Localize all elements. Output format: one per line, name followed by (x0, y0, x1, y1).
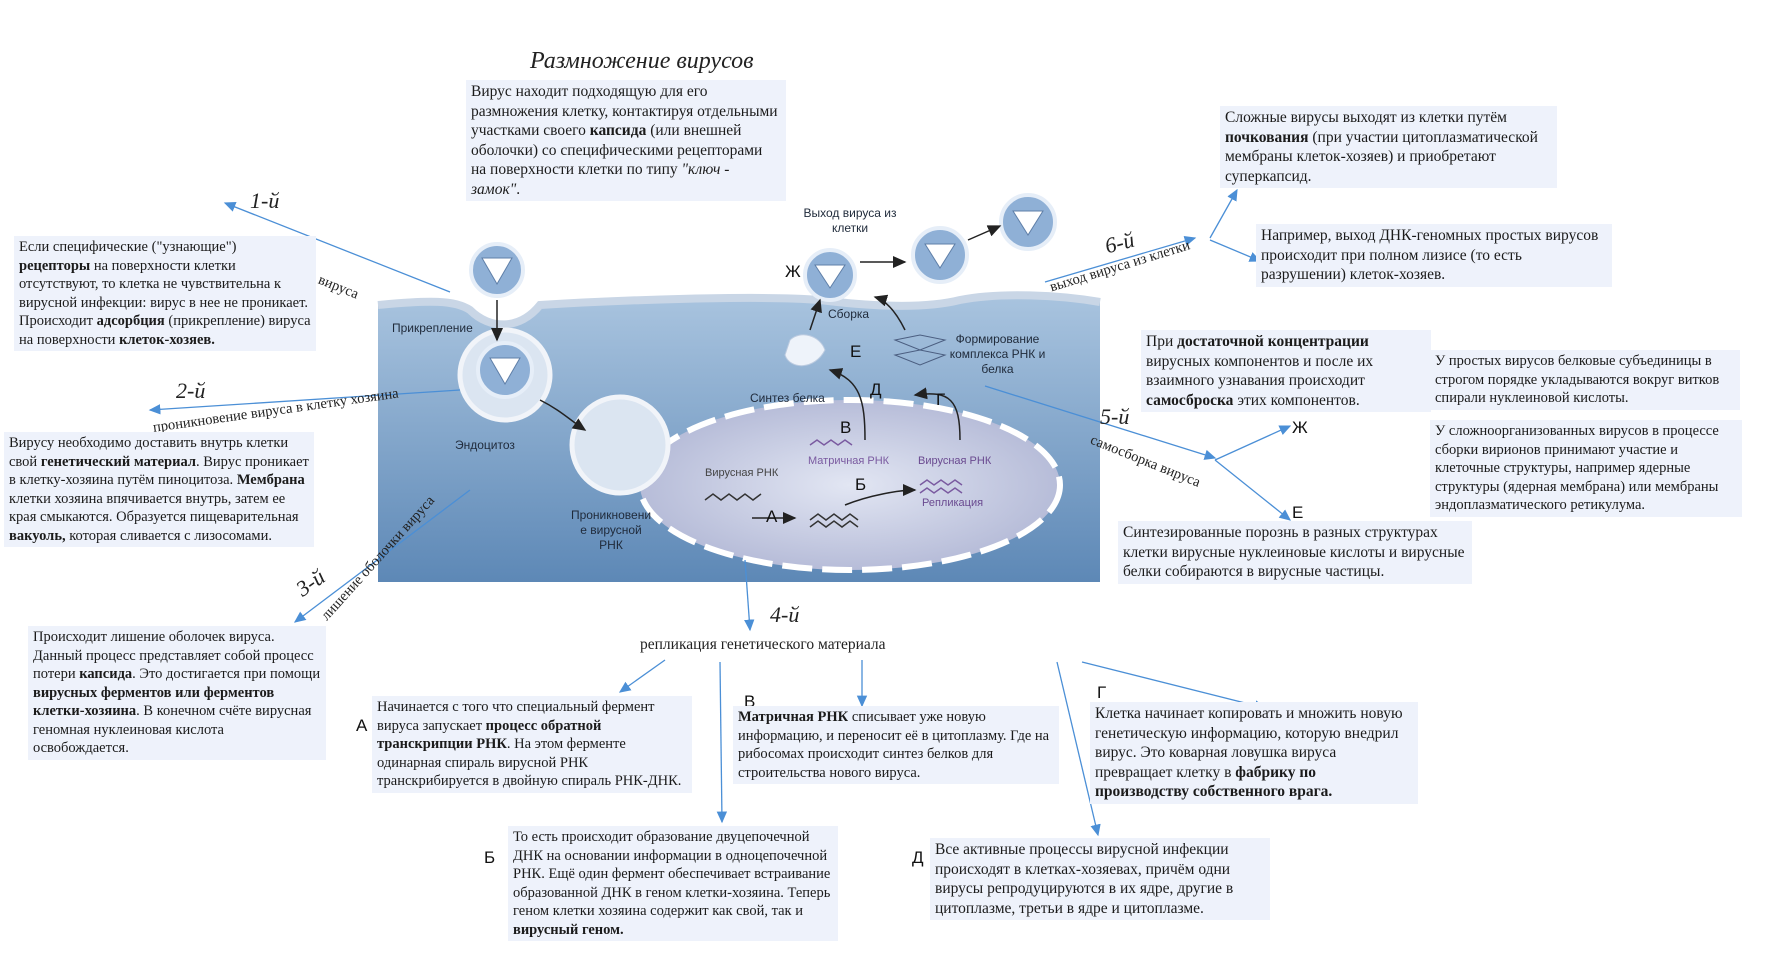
text-b: То есть происходит образование двуцепоче… (508, 826, 838, 941)
label-endocytosis: Эндоцитоз (455, 438, 515, 452)
diagram-letter-g: Г (936, 390, 946, 409)
virus-exit-1 (803, 248, 857, 302)
diagram-letter-zh: Ж (785, 262, 801, 281)
label-penetration: Проникновени е вирусной РНК (570, 508, 652, 552)
diagram-letter-e: Е (850, 342, 862, 361)
text-right-synth: Синтезированные порознь в разных структу… (1118, 521, 1472, 584)
step5-number: 5-й (1100, 404, 1130, 429)
label-protein-synthesis: Синтез белка (750, 391, 825, 405)
replication-strand (919, 479, 963, 494)
label-attach: Прикрепление (392, 321, 473, 335)
label-exit: Выход вируса из клетки (803, 206, 897, 235)
viral-rna-strand (704, 493, 762, 501)
diagram-letter-d: Д (870, 380, 882, 399)
ribosome-shape (784, 334, 826, 367)
diagram-letter-b: Б (855, 475, 867, 494)
double-strand (809, 513, 859, 528)
side-letter-g: Г (1097, 683, 1107, 702)
side-letter-a: А (356, 716, 368, 735)
virus-exit-2 (911, 226, 969, 284)
virus-attach (469, 242, 525, 298)
virus-endosome (476, 341, 534, 399)
text-v: Матричная РНК списывает уже новую информ… (733, 706, 1059, 784)
label-complex: Формирование комплекса РНК и белка (949, 332, 1046, 376)
text-right-top-2: Например, выход ДНК-геномных простых вир… (1256, 224, 1612, 287)
diagram-letter-v: В (840, 418, 852, 437)
side-letter-v: В (744, 692, 756, 711)
rna-protein-complex (893, 334, 947, 366)
text-g: Клетка начинает копировать и множить нов… (1090, 702, 1418, 804)
step2-number: 2-й (176, 378, 206, 403)
label-viral-rna-2: Вирусная РНК (918, 455, 992, 467)
step4-number: 4-й (770, 602, 800, 627)
text-right-simple: У простых вирусов белковые субъединицы в… (1430, 350, 1740, 410)
side-letter-d: Д (912, 848, 924, 867)
cell-membrane (377, 291, 1101, 329)
text-right-top-1: Сложные вирусы выходят из клетки путём п… (1220, 106, 1557, 188)
label-replication: Репликация (922, 497, 984, 509)
text-left-3: Происходит лишение оболочек вируса. Данн… (28, 626, 326, 760)
text-a: Начинается с того что специальный фермен… (372, 696, 692, 793)
side-letter-zh: Ж (1292, 418, 1308, 437)
virus-exit-3 (999, 193, 1057, 251)
side-letter-e: Е (1292, 503, 1304, 522)
text-left-1: Если специфические ("узнающие") рецептор… (14, 236, 316, 351)
diagram-letter-a: А (766, 507, 778, 526)
label-assembly: Сборка (828, 307, 870, 321)
step1-number: 1-й (250, 188, 280, 213)
label-matrix-rna: Матричная РНК (808, 455, 890, 467)
matrix-rna-strand (809, 439, 853, 446)
side-letter-b: Б (484, 848, 496, 867)
endosome-2 (569, 394, 671, 496)
step4-label: репликация генетического материала (640, 636, 886, 653)
label-viral-rna: Вирусная РНК (705, 467, 779, 479)
text-top-center: Вирус находит подходящую для его размнож… (466, 80, 786, 201)
text-right-complex: У сложноорганизованных вирусов в процесс… (1430, 420, 1742, 517)
text-right-mid: При достаточной концентрации вирусных ко… (1141, 330, 1431, 412)
page-title: Размножение вирусов (530, 48, 754, 74)
text-left-2: Вирусу необходимо доставить внутрь клетк… (4, 432, 314, 547)
text-d: Все активные процессы вирусной инфекции … (930, 838, 1270, 920)
